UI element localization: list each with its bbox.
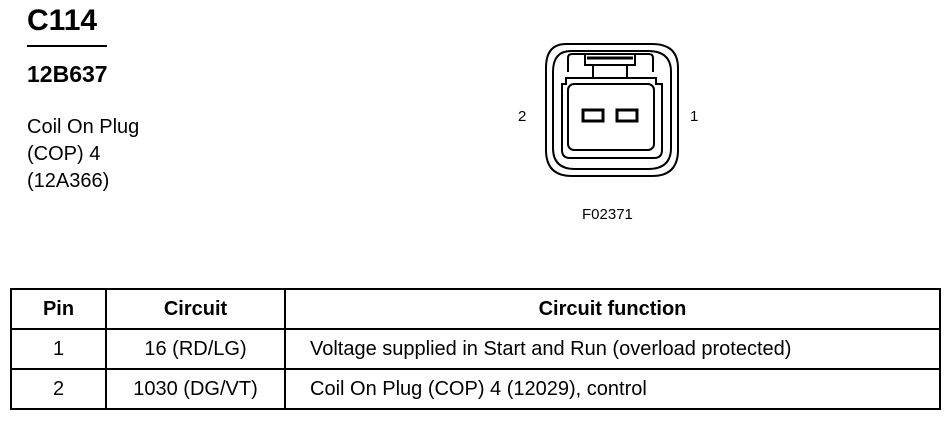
cell-function: Coil On Plug (COP) 4 (12029), control xyxy=(284,368,941,410)
description-line: (12A366) xyxy=(27,170,110,192)
cell-function: Voltage supplied in Start and Run (overl… xyxy=(284,328,941,370)
description-line: Coil On Plug xyxy=(27,116,140,138)
description-line: (COP) 4 xyxy=(27,143,101,165)
connector-outer-shell xyxy=(545,43,679,177)
terminal-cavity-pin-1 xyxy=(615,108,639,123)
cell-circuit: 16 (RD/LG) xyxy=(105,328,286,370)
pin-2-label: 2 xyxy=(518,108,527,125)
cell-pin: 1 xyxy=(10,328,107,370)
connector-terminal-pocket xyxy=(567,83,655,151)
connector-latch-tab xyxy=(592,64,628,79)
connector-terminal-pocket-outer xyxy=(561,77,663,159)
pinout-table: Pin Circuit Circuit function 1 16 (RD/LG… xyxy=(10,288,941,410)
cell-pin: 2 xyxy=(10,368,107,410)
column-header-function: Circuit function xyxy=(284,288,941,330)
column-header-circuit: Circuit xyxy=(105,288,286,330)
connector-id-underline xyxy=(27,45,107,47)
cell-circuit: 1030 (DG/VT) xyxy=(105,368,286,410)
connector-shell-inner-outline xyxy=(552,50,672,170)
table-row: 1 16 (RD/LG) Voltage supplied in Start a… xyxy=(10,328,941,370)
terminal-cavity-pin-2 xyxy=(581,108,605,123)
figure-code: F02371 xyxy=(582,206,633,223)
connector-description: Coil On Plug (COP) 4 (12A366) xyxy=(27,114,139,195)
table-header-row: Pin Circuit Circuit function xyxy=(10,288,941,330)
table-row: 2 1030 (DG/VT) Coil On Plug (COP) 4 (120… xyxy=(10,368,941,410)
connector-face-drawing xyxy=(545,43,679,177)
part-number: 12B637 xyxy=(27,61,108,87)
connector-id: C114 xyxy=(27,4,98,37)
pin-1-label: 1 xyxy=(690,108,699,125)
column-header-pin: Pin xyxy=(10,288,107,330)
